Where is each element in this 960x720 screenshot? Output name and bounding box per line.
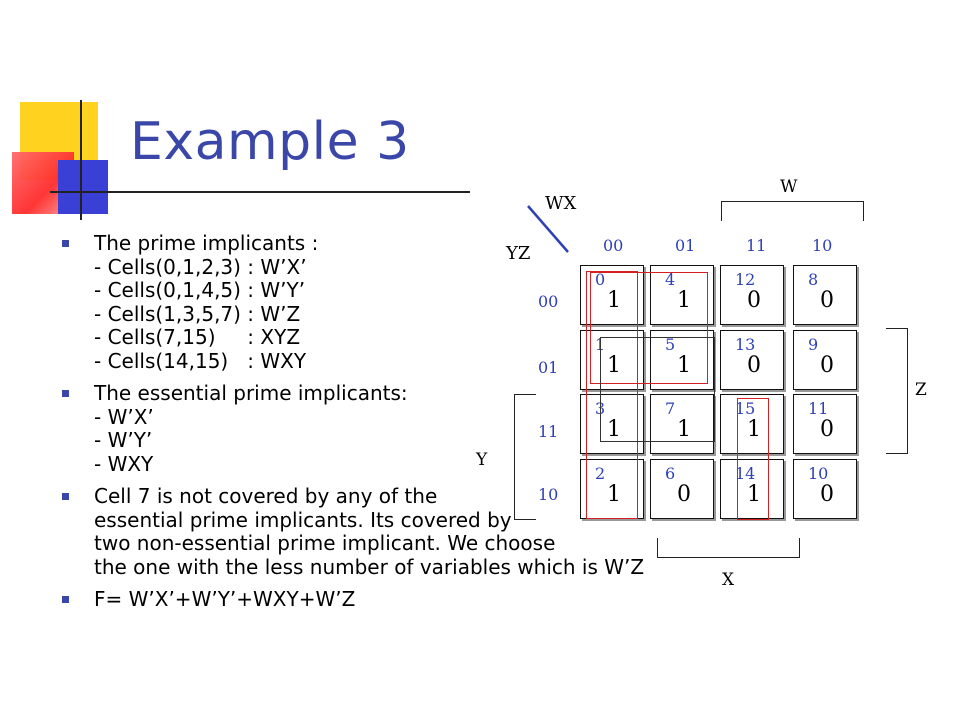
- bullet-final-function: F= W’X’+W’Y’+WXY+W’Z: [62, 587, 782, 612]
- bullet-line: - Cells(7,15) : XYZ: [94, 325, 301, 349]
- bullet-cell7-explanation: Cell 7 is not covered by any of the esse…: [62, 484, 782, 579]
- bullet-line: two non-essential prime implicant. We ch…: [94, 531, 556, 555]
- bullet-line: - W’Y’: [94, 428, 153, 452]
- label-w: W: [780, 177, 798, 197]
- bullet-line: - Cells(0,1,2,3) : W’X’: [94, 254, 307, 279]
- bullet-line: the one with the less number of variable…: [94, 554, 645, 579]
- bullet-prime-implicants: The prime implicants : - Cells(0,1,2,3) …: [62, 231, 782, 373]
- kmap-cell-value: 0: [820, 417, 834, 442]
- kmap-cell-index: 10: [808, 464, 829, 483]
- decor-vertical-line: [80, 100, 82, 220]
- bullet-list: The prime implicants : - Cells(0,1,2,3) …: [62, 231, 782, 621]
- kmap-cell-value: 0: [820, 353, 834, 378]
- decor-horizontal-line: [50, 191, 470, 193]
- bullet-line: The essential prime implicants:: [94, 381, 408, 405]
- bullet-line: - W’X’: [94, 404, 154, 429]
- z-bracket: [886, 328, 908, 454]
- decor-blue-square: [58, 160, 108, 214]
- bullet-essential-prime-implicants: The essential prime implicants: - W’X’ -…: [62, 381, 782, 476]
- kmap-cell-value: 0: [820, 288, 834, 313]
- bullet-line: - Cells(14,15) : WXY: [94, 348, 307, 373]
- bullet-line: - Cells(0,1,4,5) : W’Y’: [94, 278, 306, 302]
- kmap-cell-value: 0: [820, 482, 834, 507]
- kmap-cell-index: 11: [808, 399, 829, 418]
- kmap-cell-index: 8: [808, 270, 819, 289]
- kmap-col-var-label: WX: [545, 193, 577, 214]
- bullet-line: - WXY: [94, 451, 154, 476]
- bullet-line: - Cells(1,3,5,7) : W’Z: [94, 301, 301, 326]
- bullet-line: essential prime implicants. Its covered …: [94, 507, 512, 532]
- slide-title: Example 3: [130, 112, 410, 172]
- w-bracket: [721, 201, 864, 221]
- bullet-line: The prime implicants :: [94, 231, 319, 255]
- bullet-line: Cell 7 is not covered by any of the: [94, 484, 438, 508]
- kmap-cell-index: 9: [808, 335, 819, 354]
- kmap-col-header: 10: [812, 236, 833, 255]
- label-z: Z: [915, 380, 927, 400]
- bullet-line: F= W’X’+W’Y’+WXY+W’Z: [94, 587, 356, 611]
